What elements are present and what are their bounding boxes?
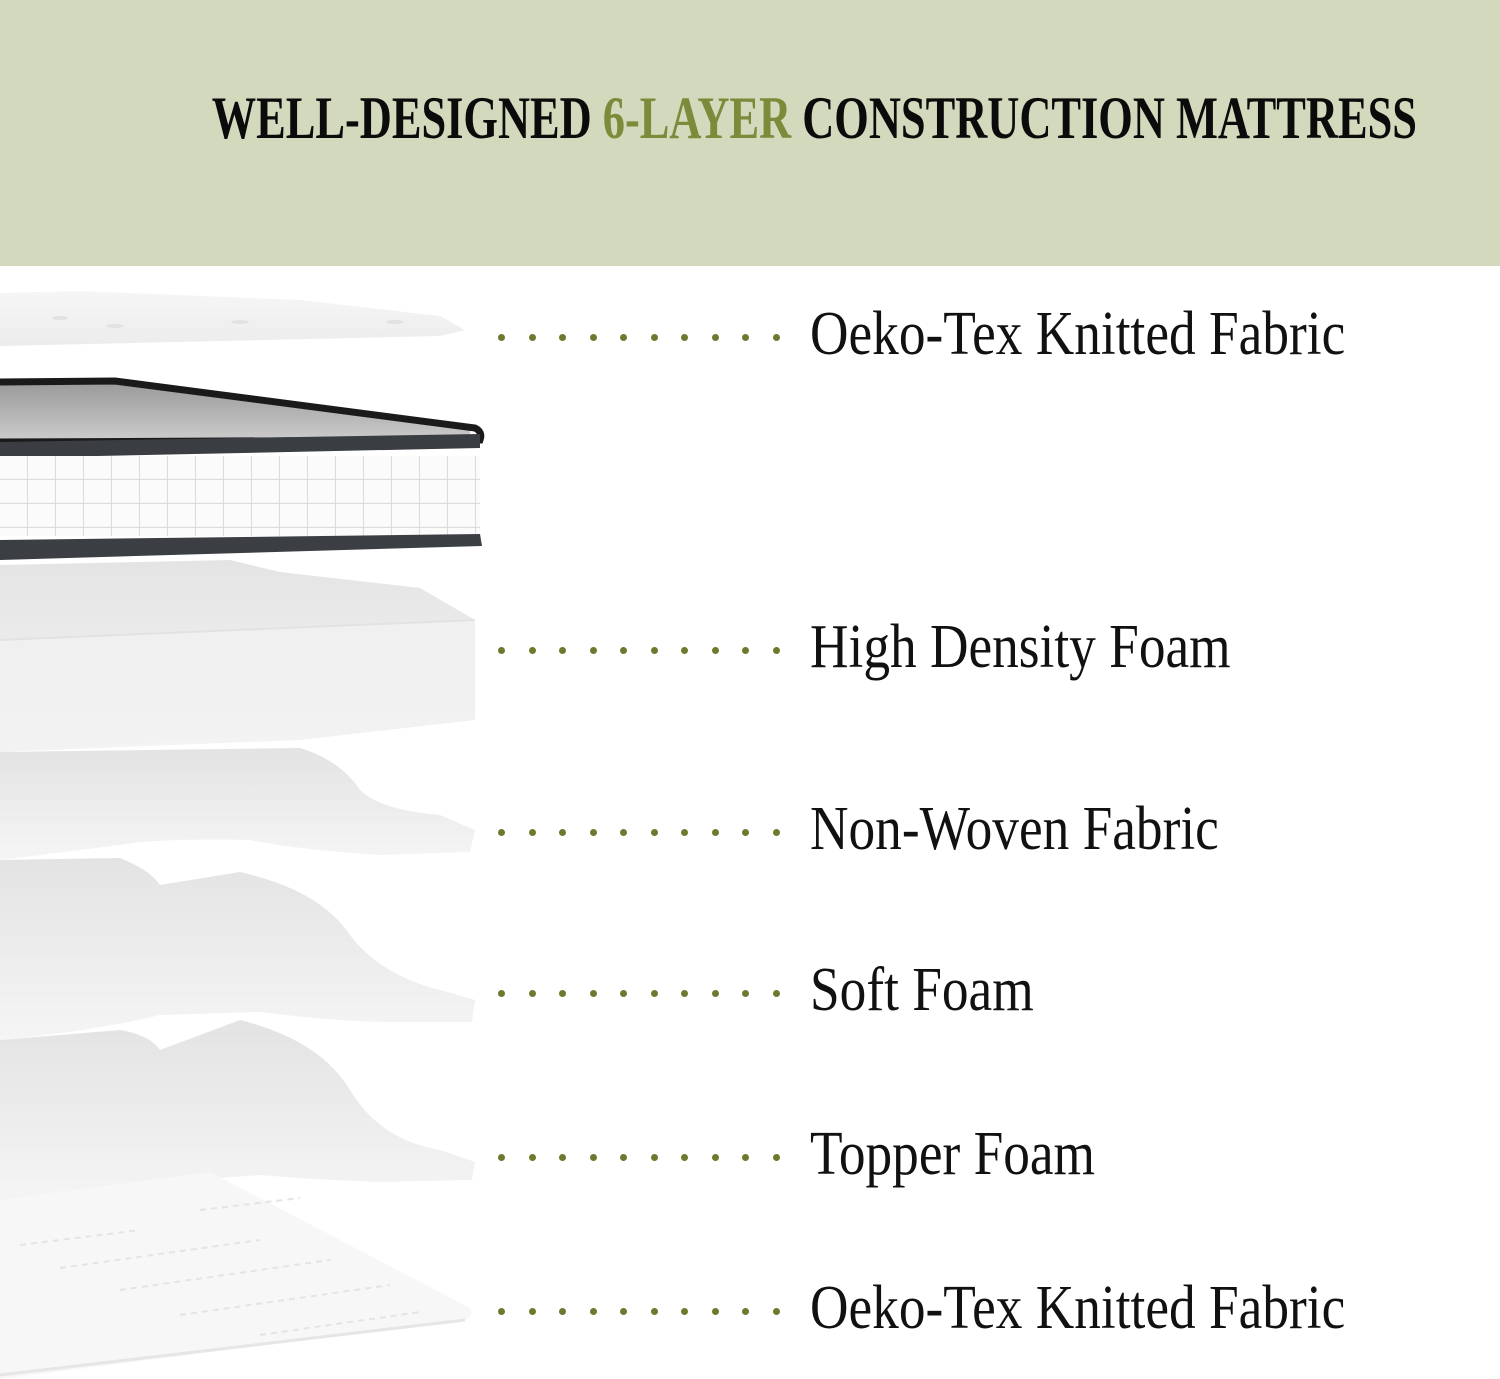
layer-soft-foam-icon — [0, 858, 475, 1040]
layer-label: Oeko-Tex Knitted Fabric — [810, 300, 1346, 369]
layer-topper-foam-icon — [0, 1020, 475, 1205]
page-title: WELL-DESIGNED 6-LAYER CONSTRUCTION MATTR… — [0, 88, 1500, 148]
layer-row-5: Topper Foam — [498, 1120, 1498, 1192]
layer-row-4: Soft Foam — [498, 956, 1498, 1028]
layer-label: Topper Foam — [810, 1120, 1096, 1189]
header-banner: WELL-DESIGNED 6-LAYER CONSTRUCTION MATTR… — [0, 0, 1500, 266]
layer-row-1: Oeko-Tex Knitted Fabric — [498, 300, 1498, 372]
leader-dots — [498, 333, 780, 341]
layer-label: Non-Woven Fabric — [810, 795, 1219, 864]
layer-high-density-foam-icon — [0, 560, 476, 752]
title-accent: 6-LAYER — [602, 85, 792, 151]
mattress-layers-illustration — [0, 291, 485, 1379]
leader-dots — [498, 646, 780, 654]
leader-dots — [498, 828, 780, 836]
title-prefix: WELL-DESIGNED — [211, 85, 603, 151]
layer-row-6: Oeko-Tex Knitted Fabric — [498, 1274, 1498, 1346]
layer-spring-core-icon — [0, 377, 485, 560]
layer-row-3: Non-Woven Fabric — [498, 795, 1498, 867]
leader-dots — [498, 1153, 780, 1161]
layer-label: Soft Foam — [810, 956, 1034, 1025]
layer-top-fabric-icon — [0, 291, 465, 346]
layer-label: Oeko-Tex Knitted Fabric — [810, 1274, 1346, 1343]
layer-row-2: High Density Foam — [498, 613, 1498, 685]
layer-label: High Density Foam — [810, 613, 1231, 682]
leader-dots — [498, 989, 780, 997]
leader-dots — [498, 1307, 780, 1315]
title-suffix: CONSTRUCTION MATTRESS — [791, 85, 1417, 151]
layer-bottom-fabric-icon — [0, 1172, 472, 1379]
layer-non-woven-fabric-icon — [0, 748, 475, 860]
